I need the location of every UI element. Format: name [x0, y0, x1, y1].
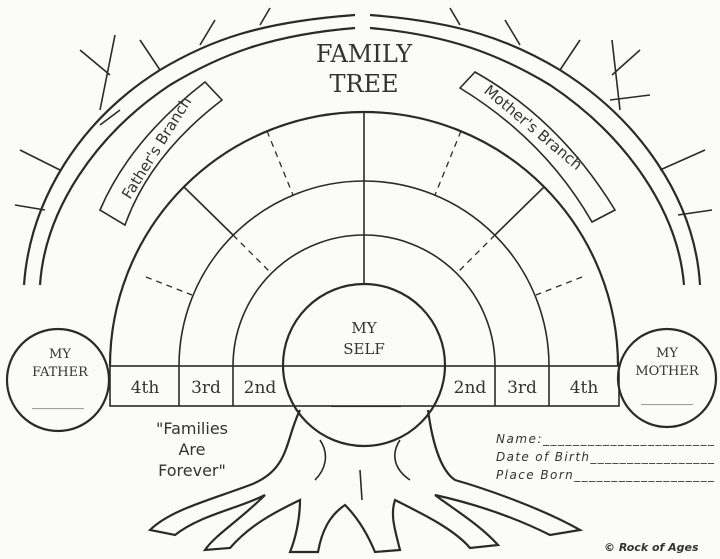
gen-right-4th: 4th [570, 378, 599, 398]
tree-trunk [147, 409, 584, 554]
self-label-2: SELF [343, 340, 385, 358]
gen-left-2nd: 2nd [244, 378, 277, 398]
self-label-1: MY [351, 319, 377, 337]
mother-label-2: MOTHER [635, 364, 699, 379]
form-name-field[interactable]: Name:_______________________ [496, 432, 715, 446]
father-label-2: FATHER [32, 365, 89, 380]
form-dob-field[interactable]: Date of Birth_________________ [496, 450, 715, 464]
mother-label-1: MY [656, 346, 678, 361]
motto-line-1: "Families [156, 419, 228, 438]
father-branch-banner: Father's Branch [98, 80, 224, 227]
title-line-2: TREE [329, 70, 398, 98]
copyright: © Rock of Ages [604, 541, 699, 554]
title-line-1: FAMILY [316, 40, 413, 68]
tree-branches [14, 7, 713, 286]
gen-right-2nd: 2nd [454, 378, 487, 398]
father-label-1: MY [49, 347, 71, 362]
form-place-field[interactable]: Place Born___________________ [496, 468, 715, 482]
self-circle [281, 282, 447, 448]
motto-line-2: Are [178, 440, 205, 459]
gen-left-4th: 4th [131, 378, 160, 398]
mother-branch-banner: Mother's Branch [458, 70, 617, 224]
mother-name-blank[interactable]: ________ [641, 391, 694, 406]
motto-line-3: Forever" [158, 461, 226, 480]
mother-circle [616, 327, 718, 429]
mother-branch-label: Mother's Branch [480, 81, 585, 174]
gen-left-3rd: 3rd [191, 378, 221, 398]
self-name-blank[interactable]: __________ [331, 392, 401, 408]
father-circle [5, 327, 111, 433]
gen-right-3rd: 3rd [507, 378, 537, 398]
father-name-blank[interactable]: ________ [32, 395, 85, 410]
